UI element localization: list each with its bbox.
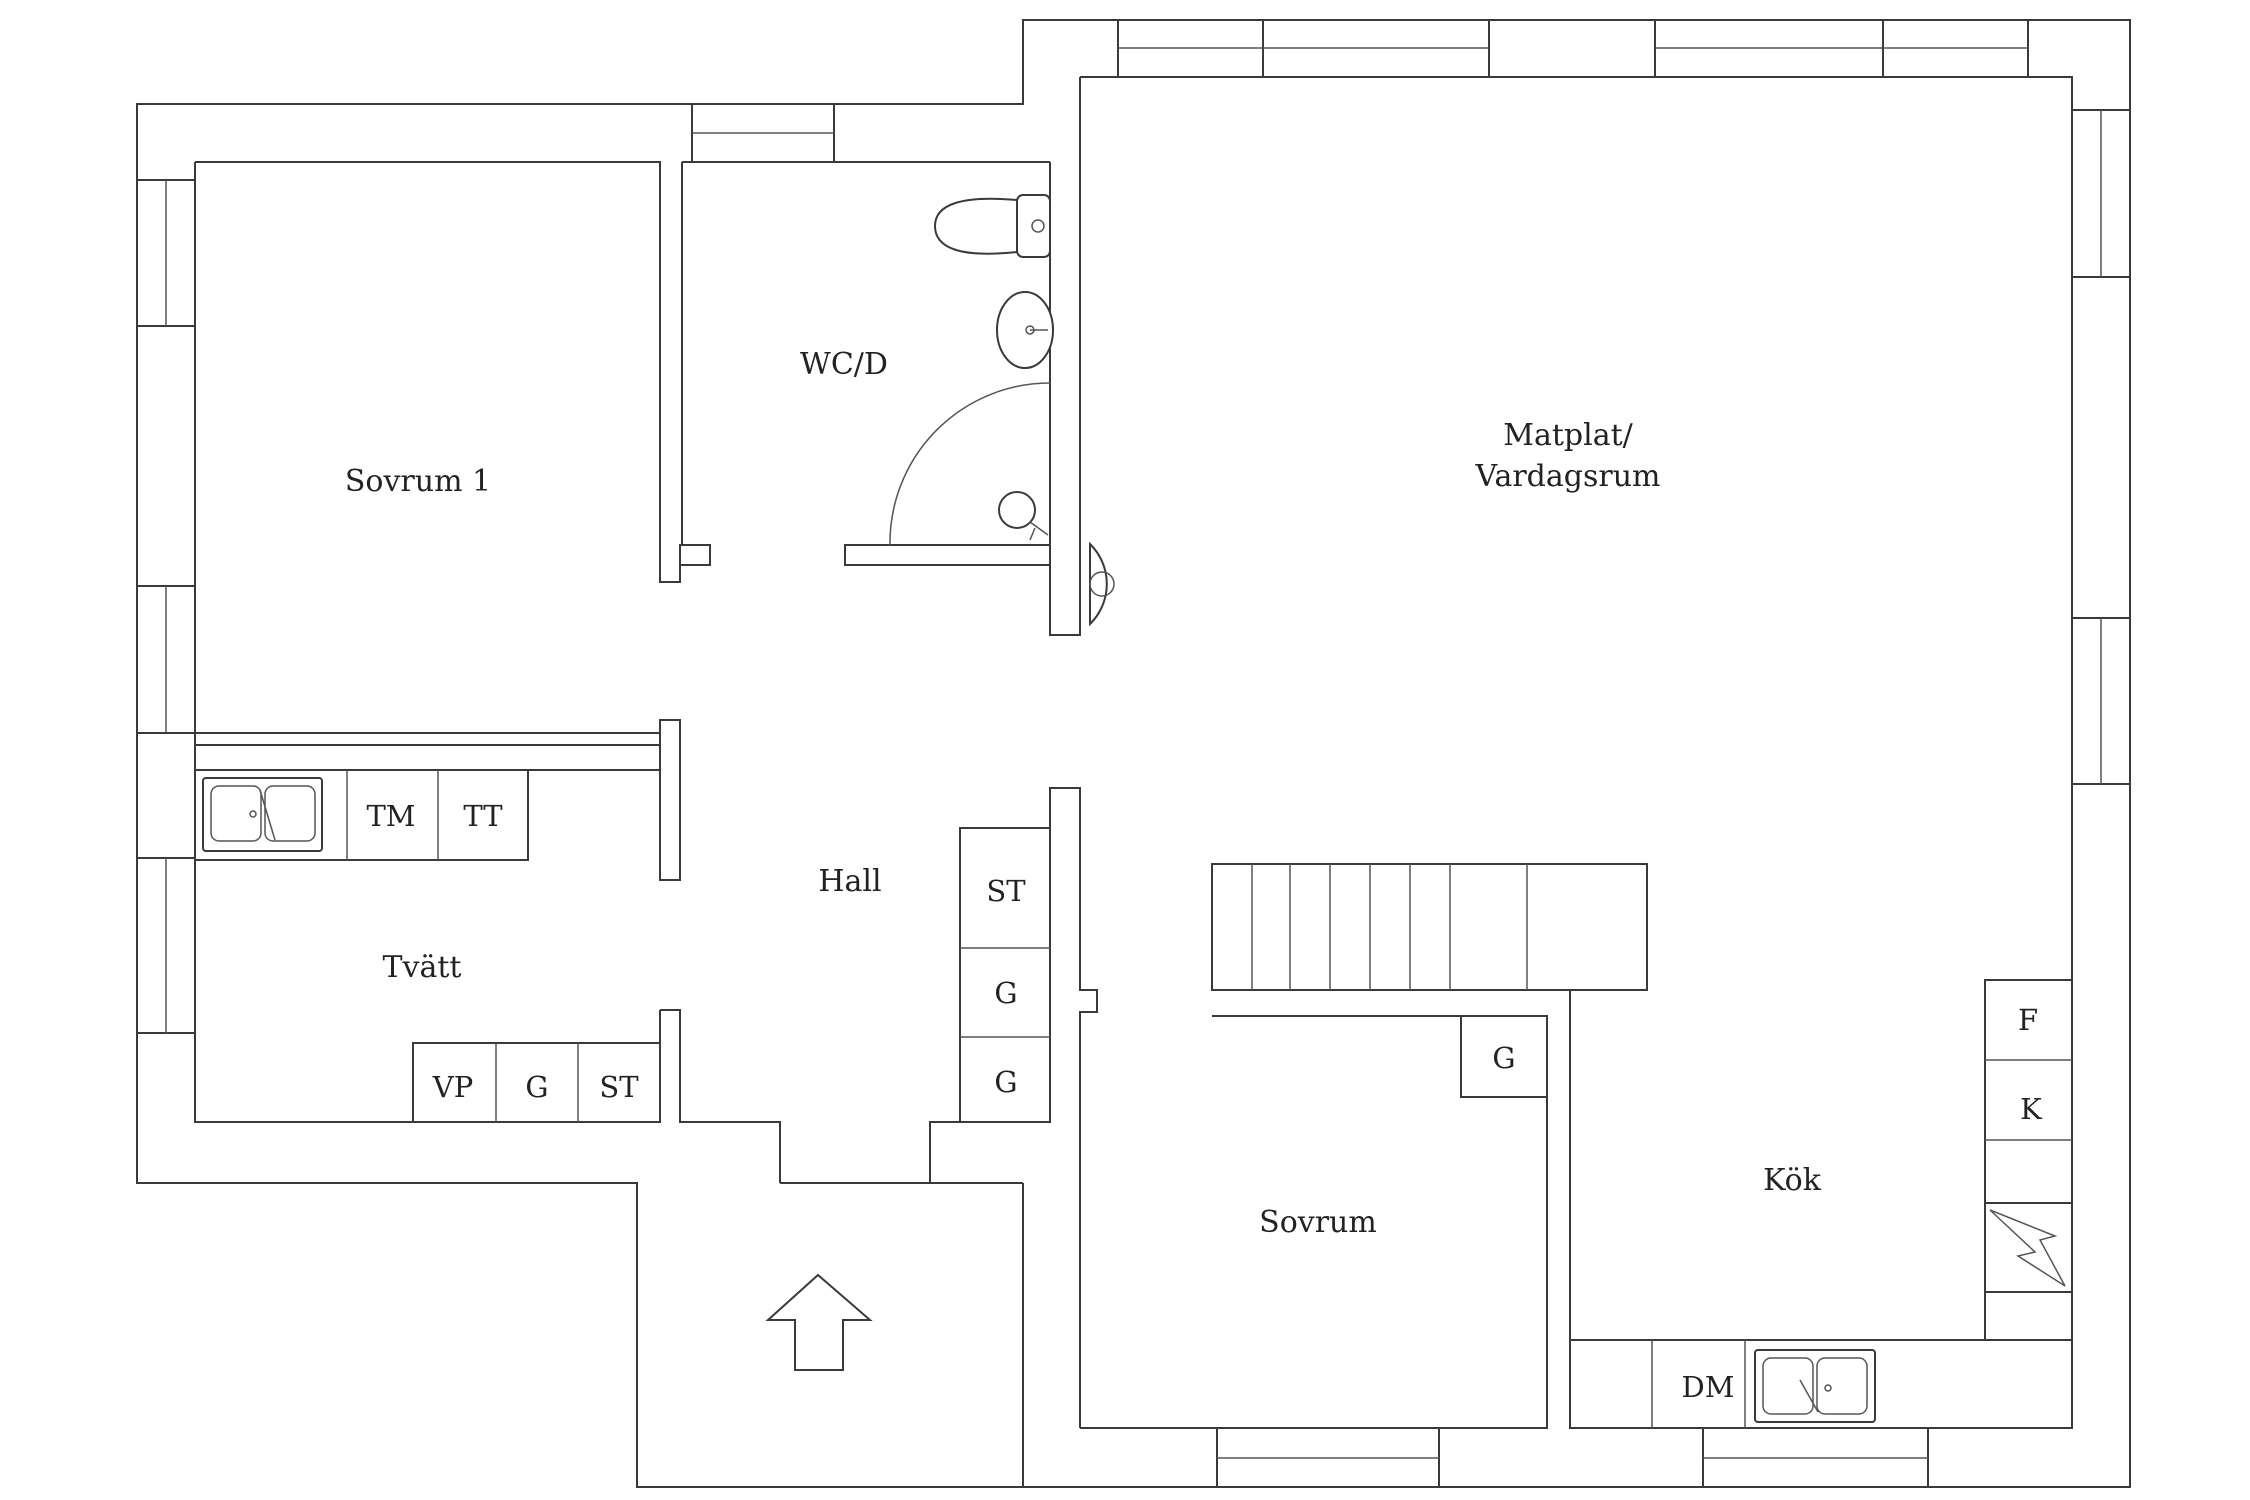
- appliance-label-g-hall-1: G: [994, 976, 1017, 1010]
- room-label-matplats-1: Matplat/: [1503, 418, 1633, 453]
- fireplace-icon: [1089, 541, 1115, 627]
- room-label-kok: Kök: [1763, 1163, 1822, 1198]
- chimney-icon: [1984, 1202, 2073, 1293]
- sovrum-closet: [1460, 1015, 1548, 1098]
- kitchen-sink-icon: [1754, 1349, 1876, 1423]
- outer-walls: [136, 19, 2131, 1488]
- appliance-label-vp: VP: [432, 1070, 473, 1104]
- room-label-sovrum-1: Sovrum 1: [345, 464, 491, 499]
- kitchen-fridge-freezer: [1984, 979, 2073, 1204]
- entrance-arrow-icon: [765, 1273, 873, 1371]
- windows: [136, 19, 2131, 1488]
- appliance-label-g-tvatt: G: [525, 1070, 548, 1104]
- hall-closets: [959, 827, 1051, 1123]
- appliance-label-tt: TT: [463, 799, 503, 833]
- appliance-label-tm: TM: [366, 799, 415, 833]
- appliance-label-st-hall: ST: [986, 874, 1026, 908]
- tvatt-counter-bottom: [412, 1042, 661, 1123]
- toilet-icon: [933, 194, 1051, 258]
- washbasin-icon: [996, 291, 1054, 369]
- shower-icon: [889, 382, 1051, 546]
- room-label-matplats-2: Vardagsrum: [1475, 459, 1661, 494]
- room-label-tvatt: Tvätt: [383, 950, 462, 985]
- appliance-label-g-sovrum: G: [1492, 1041, 1515, 1075]
- appliance-label-f: F: [2018, 1003, 2038, 1037]
- appliance-label-g-hall-2: G: [994, 1065, 1017, 1099]
- appliance-label-k: K: [2020, 1092, 2043, 1126]
- sink-icon: [202, 777, 323, 852]
- appliance-label-st-tvatt: ST: [599, 1070, 639, 1104]
- room-label-wcd: WC/D: [800, 347, 888, 382]
- room-label-hall: Hall: [818, 864, 881, 899]
- staircase: [1211, 863, 1648, 991]
- appliance-label-dm: DM: [1682, 1370, 1735, 1404]
- room-label-sovrum: Sovrum: [1259, 1205, 1377, 1240]
